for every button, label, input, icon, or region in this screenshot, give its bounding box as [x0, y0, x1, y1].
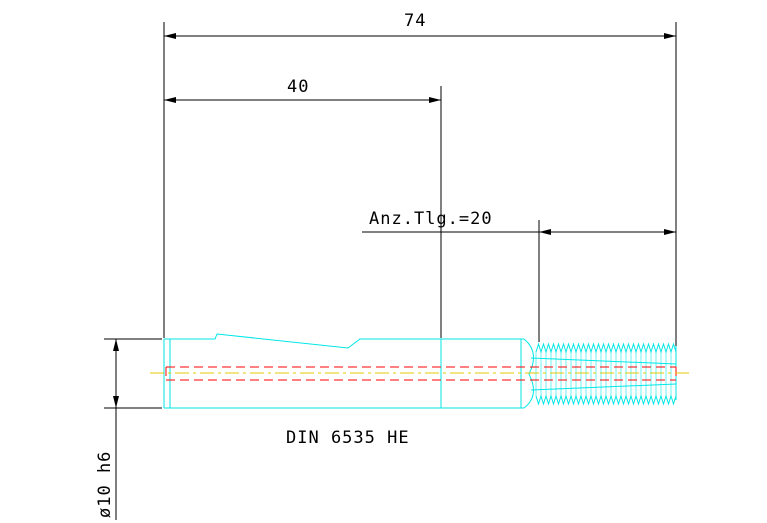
- thread-profile: [535, 394, 677, 406]
- dim-overall-text: 74: [404, 11, 426, 31]
- extension-lines: [104, 22, 677, 409]
- thread-profile: [535, 342, 677, 354]
- thread-teeth: [535, 342, 677, 406]
- dimension-lines: [113, 33, 676, 520]
- dim-diameter-text: ø10 h6: [95, 451, 115, 518]
- standard-label: DIN 6535 HE: [286, 428, 410, 448]
- dim-shank-text: 40: [287, 77, 309, 97]
- dim-thread-text: Anz.Tlg.=20: [369, 209, 493, 229]
